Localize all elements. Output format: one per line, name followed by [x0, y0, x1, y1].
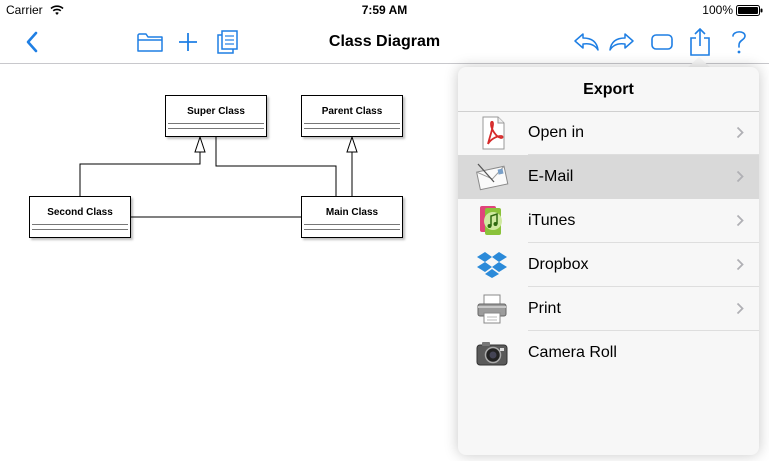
share-button[interactable]	[686, 20, 714, 64]
diagram-connectors	[79, 135, 358, 218]
class-divider	[32, 224, 128, 225]
popover-title: Export	[583, 81, 634, 98]
menu-item-label: Open in	[528, 124, 585, 141]
class-divider	[32, 229, 128, 230]
class-name: Main Class	[325, 207, 379, 218]
export-popover: Export Open in E-Mai	[458, 67, 759, 455]
plus-icon	[179, 33, 197, 51]
folder-icon	[137, 33, 163, 52]
menu-item-label: iTunes	[528, 212, 576, 229]
wifi-icon	[50, 5, 64, 15]
undo-button[interactable]	[570, 20, 602, 64]
class-name: Super Class	[187, 106, 245, 117]
chevron-right-icon	[736, 170, 744, 183]
itunes-icon	[480, 206, 502, 235]
chevron-right-icon	[736, 214, 744, 227]
inheritance-arrowhead-icon	[194, 135, 206, 153]
class-box-parent[interactable]: Parent Class	[301, 95, 403, 137]
menu-item-open-in[interactable]: Open in	[458, 111, 759, 155]
menu-item-label: Camera Roll	[528, 344, 617, 361]
back-chevron-icon	[26, 31, 38, 53]
row-divider	[528, 330, 759, 331]
class-box-main[interactable]: Main Class	[301, 196, 403, 238]
row-divider	[528, 154, 759, 155]
status-bar: Carrier 7:59 AM 100%	[0, 0, 769, 20]
diagram-canvas[interactable]: Super Class Parent Class Second Class Ma…	[0, 65, 769, 461]
inheritance-arrowhead-icon	[346, 135, 358, 153]
menu-item-itunes[interactable]: iTunes	[458, 199, 759, 243]
connector-second-to-super	[79, 152, 201, 196]
menu-item-label: Dropbox	[528, 256, 589, 273]
undo-icon	[574, 33, 599, 51]
row-divider	[528, 286, 759, 287]
menu-item-camera-roll[interactable]: Camera Roll	[458, 331, 759, 375]
class-divider	[304, 229, 400, 230]
class-divider	[168, 123, 264, 124]
menu-item-dropbox[interactable]: Dropbox	[458, 243, 759, 287]
rounded-rect-icon	[651, 34, 673, 50]
shape-button[interactable]	[648, 20, 676, 64]
chevron-right-icon	[736, 258, 744, 271]
status-time: 7:59 AM	[361, 3, 408, 17]
mail-icon	[476, 163, 509, 191]
back-button[interactable]	[18, 20, 46, 64]
open-folder-button[interactable]	[134, 20, 166, 64]
help-button[interactable]	[726, 20, 752, 64]
class-divider	[304, 224, 400, 225]
class-name: Second Class	[47, 207, 113, 218]
battery-icon	[736, 5, 763, 16]
row-divider	[528, 242, 759, 243]
class-box-super[interactable]: Super Class	[165, 95, 267, 137]
class-box-second[interactable]: Second Class	[29, 196, 131, 238]
carrier-label: Carrier	[6, 3, 43, 17]
duplicate-icon	[217, 30, 238, 54]
duplicate-button[interactable]	[212, 20, 242, 64]
menu-item-label: E-Mail	[528, 168, 574, 185]
help-icon	[732, 31, 746, 54]
class-name: Parent Class	[321, 106, 383, 117]
redo-icon	[609, 33, 634, 51]
menu-item-label: Print	[528, 300, 561, 317]
redo-button[interactable]	[606, 20, 638, 64]
chevron-right-icon	[736, 302, 744, 315]
chevron-right-icon	[736, 126, 744, 139]
class-divider	[168, 128, 264, 129]
export-menu: Open in E-Mail	[458, 111, 759, 375]
printer-icon	[477, 294, 507, 324]
toolbar: Class Diagram	[0, 20, 769, 64]
battery-percentage: 100%	[702, 3, 733, 17]
connector-main-to-super	[215, 137, 337, 196]
menu-item-email[interactable]: E-Mail	[458, 155, 759, 199]
class-divider	[304, 128, 400, 129]
page-title: Class Diagram	[328, 33, 441, 50]
dropbox-icon	[477, 252, 507, 278]
class-divider	[304, 123, 400, 124]
menu-item-print[interactable]: Print	[458, 287, 759, 331]
share-icon	[690, 28, 710, 56]
popover-arrow	[686, 57, 712, 69]
add-button[interactable]	[174, 20, 202, 64]
popover-divider	[458, 111, 759, 112]
camera-icon	[476, 342, 508, 366]
pdf-icon	[482, 116, 505, 150]
